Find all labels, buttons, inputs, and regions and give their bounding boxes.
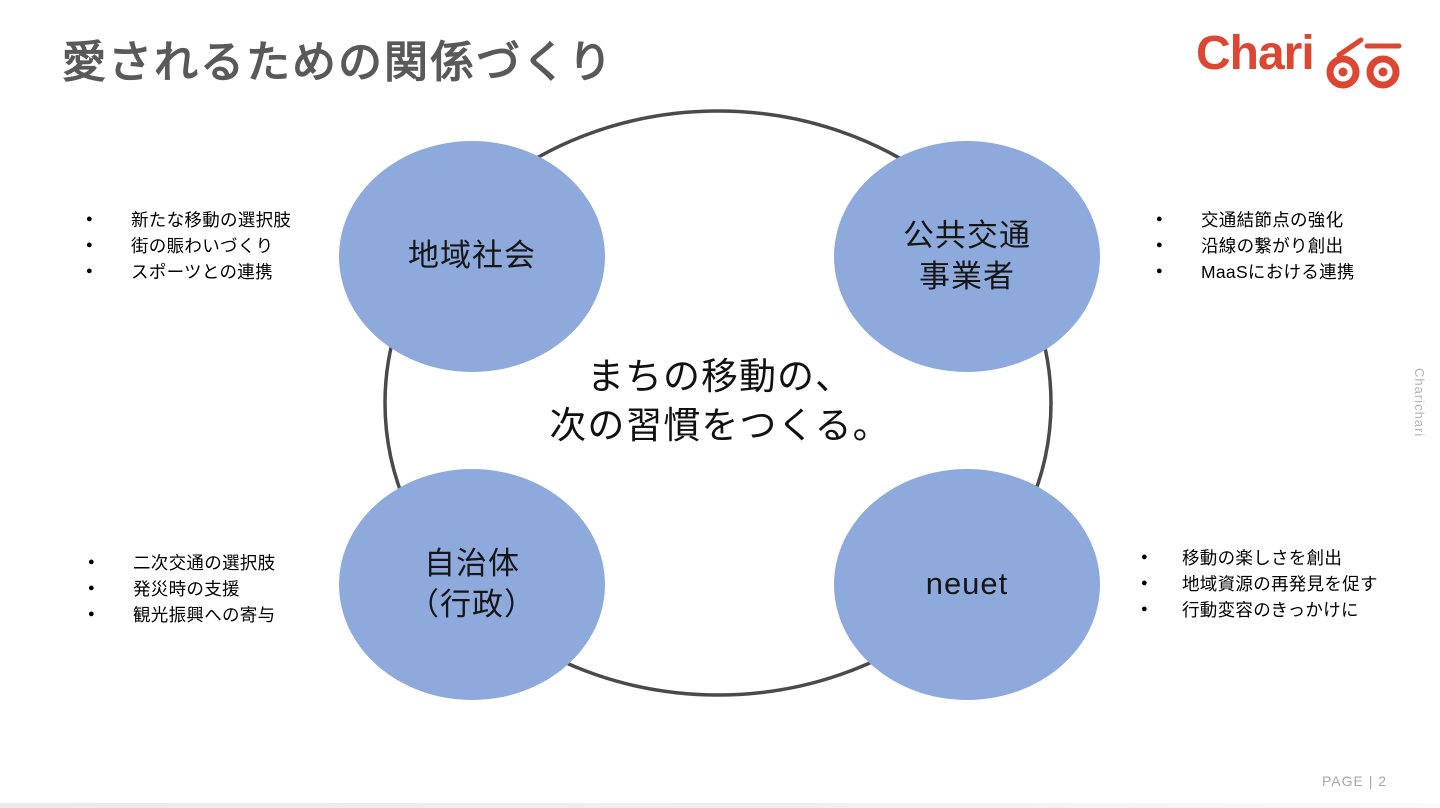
bullet-text: 街の賑わいづくり	[131, 235, 274, 256]
diagram-node-community: 地域社会	[339, 141, 605, 372]
node-label: 地域社会	[408, 236, 536, 277]
bullet-text: スポーツとの連携	[131, 261, 273, 282]
list-item: ● 街の賑わいづくり	[86, 232, 291, 258]
chari-logo: Chari	[1196, 30, 1404, 90]
bicycle-icon	[1326, 37, 1402, 89]
bullet-icon: ●	[86, 265, 93, 277]
list-item: ● 沿線の繋がり創出	[1156, 232, 1355, 258]
bullet-text: 二次交通の選択肢	[133, 552, 276, 573]
page-title: 愛されるための関係づくり	[62, 38, 614, 87]
node-label-line: neuet	[925, 566, 1009, 602]
list-item: ● 観光振興への寄与	[88, 601, 275, 627]
node-label: 自治体 （行政）	[408, 544, 536, 626]
bullet-icon: ●	[1156, 213, 1163, 225]
bullet-icon: ●	[88, 608, 95, 620]
list-item: ● MaaSにおける連携	[1156, 258, 1355, 284]
list-item: ● 行動変容のきっかけに	[1141, 596, 1378, 622]
node-label: neuet	[926, 564, 1009, 605]
bullet-text: 発災時の支援	[133, 578, 240, 599]
list-item: ● 新たな移動の選択肢	[86, 206, 291, 232]
bullet-text: 観光振興への寄与	[133, 604, 276, 625]
bullet-list-neuet: ● 移動の楽しさを創出 ● 地域資源の再発見を促す ● 行動変容のきっかけに	[1141, 544, 1378, 622]
bullet-icon: ●	[1141, 551, 1148, 563]
node-label-line: 事業者	[919, 258, 1015, 294]
bullet-text: 行動変容のきっかけに	[1182, 599, 1359, 620]
node-label: 公共交通 事業者	[903, 216, 1031, 298]
bullet-icon: ●	[88, 582, 95, 594]
diagram-node-neuet: neuet	[834, 469, 1100, 700]
bullet-text: MaaSにおける連携	[1201, 261, 1355, 282]
bullet-icon: ●	[86, 213, 93, 225]
bullet-icon: ●	[1141, 603, 1148, 615]
diagram-node-government: 自治体 （行政）	[339, 469, 605, 700]
node-label-line: 地域社会	[408, 238, 536, 274]
bullet-icon: ●	[1156, 265, 1163, 277]
watermark-vertical-text: Charichari	[1412, 368, 1427, 438]
list-item: ● 移動の楽しさを創出	[1141, 544, 1378, 570]
bullet-text: 地域資源の再発見を促す	[1182, 573, 1378, 594]
bullet-icon: ●	[1141, 577, 1148, 589]
center-message-line1: まちの移動の、	[587, 356, 853, 397]
center-message: まちの移動の、 次の習慣をつくる。	[458, 352, 982, 450]
center-message-line2: 次の習慣をつくる。	[549, 405, 891, 447]
node-label-line: 自治体	[424, 545, 520, 581]
list-item: ● スポーツとの連携	[86, 258, 291, 284]
bullet-list-government: ● 二次交通の選択肢 ● 発災時の支援 ● 観光振興への寄与	[88, 549, 275, 627]
bullet-icon: ●	[1156, 239, 1163, 251]
bottom-edge-shadow	[0, 803, 1440, 808]
list-item: ● 二次交通の選択肢	[88, 549, 275, 575]
bullet-icon: ●	[88, 556, 95, 568]
chari-wordmark: Chari	[1196, 27, 1315, 80]
bullet-text: 新たな移動の選択肢	[131, 209, 292, 230]
bullet-list-public-transport: ● 交通結節点の強化 ● 沿線の繋がり創出 ● MaaSにおける連携	[1156, 206, 1355, 284]
page-number: PAGE | 2	[1322, 773, 1388, 789]
node-label-line: 公共交通	[903, 217, 1031, 253]
bullet-text: 移動の楽しさを創出	[1182, 547, 1343, 568]
list-item: ● 地域資源の再発見を促す	[1141, 570, 1378, 596]
diagram-node-public-transport: 公共交通 事業者	[834, 141, 1100, 372]
bullet-list-community: ● 新たな移動の選択肢 ● 街の賑わいづくり ● スポーツとの連携	[86, 206, 291, 284]
bullet-text: 沿線の繋がり創出	[1201, 235, 1344, 256]
node-label-line: （行政）	[408, 586, 536, 622]
bullet-icon: ●	[86, 239, 93, 251]
bullet-text: 交通結節点の強化	[1201, 209, 1344, 230]
list-item: ● 発災時の支援	[88, 575, 275, 601]
list-item: ● 交通結節点の強化	[1156, 206, 1355, 232]
